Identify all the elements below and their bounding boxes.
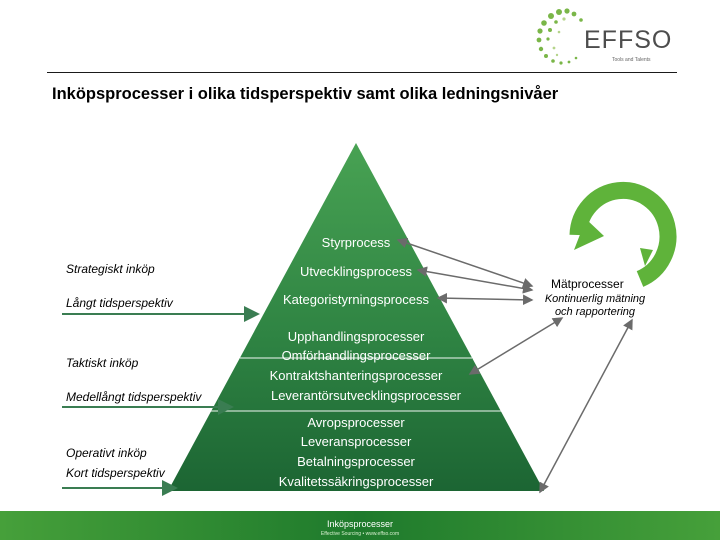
double-arrow-icon bbox=[416, 266, 534, 294]
pyramid-upper-item: Utvecklingsprocess bbox=[300, 264, 412, 279]
measure-subtitle: Kontinuerlig mätning och rapportering bbox=[535, 293, 655, 319]
operative-label: Operativt inköp bbox=[66, 446, 147, 460]
double-arrow-icon bbox=[539, 318, 633, 494]
cycle-arrow-icon bbox=[569, 181, 677, 287]
double-arrow-icon bbox=[436, 292, 534, 306]
pyramid-upper-item: Kategoristyrningsprocess bbox=[283, 292, 429, 307]
medium-term-label: Medellångt tidsperspektiv bbox=[66, 390, 202, 404]
pyramid-middle-item: Upphandlingsprocesser bbox=[287, 329, 425, 344]
pyramid bbox=[168, 143, 544, 491]
short-term-label: Kort tidsperspektiv bbox=[66, 466, 165, 480]
pyramid-middle-item: Leverantörsutvecklingsprocesser bbox=[270, 388, 462, 403]
measure-title: Mätprocesser bbox=[551, 277, 624, 291]
pyramid-bottom-item: Betalningsprocesser bbox=[297, 454, 415, 469]
pyramid-middle-item: Kontraktshanteringsprocesser bbox=[269, 368, 443, 383]
page-title: Inköpsprocesser i olika tidsperspektiv s… bbox=[52, 85, 559, 103]
title-rule bbox=[47, 72, 677, 73]
tactical-label: Taktiskt inköp bbox=[66, 356, 139, 370]
pyramid-bottom-item: Leveransprocesser bbox=[300, 434, 412, 449]
logo: EFFSO bbox=[584, 26, 673, 54]
footer-bar bbox=[0, 511, 720, 540]
long-term-label: Långt tidsperspektiv bbox=[66, 296, 173, 310]
footer-title: Inköpsprocesser bbox=[326, 519, 394, 529]
footer-subtitle: Effective Sourcing • www.effso.com bbox=[320, 531, 400, 537]
pyramid-bottom-item: Kvalitetssäkringsprocesser bbox=[278, 474, 434, 489]
measure-subtitle-line: Kontinuerlig mätning bbox=[544, 293, 646, 305]
strategic-label: Strategiskt inköp bbox=[66, 262, 155, 276]
measure-subtitle-line: och rapportering bbox=[554, 306, 636, 318]
logo-tagline: Tools and Talents bbox=[612, 57, 651, 63]
pyramid-top-item: Styrprocess bbox=[321, 235, 391, 250]
pyramid-bottom-item: Avropsprocesser bbox=[307, 415, 405, 430]
logo-dots-icon bbox=[536, 8, 583, 65]
pyramid-middle-item: Omförhandlingsprocesser bbox=[281, 348, 431, 363]
